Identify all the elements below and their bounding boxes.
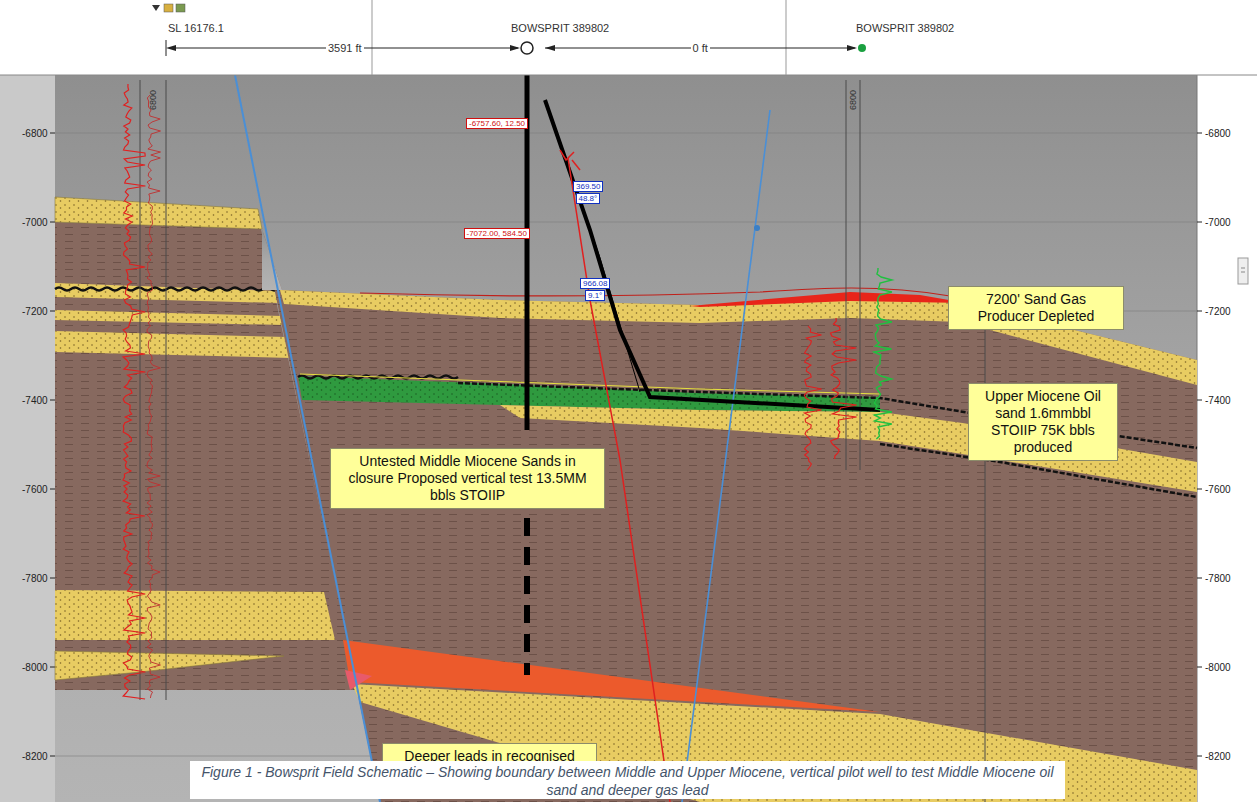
depth-axis-label: -8000 (22, 662, 48, 673)
depth-axis-label: -8200 (1205, 751, 1231, 762)
depth-axis-label: -7800 (22, 573, 48, 584)
well-log-curve (831, 318, 857, 459)
depth-axis-label: -7800 (1205, 573, 1231, 584)
well-marker-label: 48.8° (576, 193, 601, 204)
depth-axis-label: -7200 (22, 306, 48, 317)
well-log-curve (874, 268, 892, 439)
callout-box: Upper Miocene Oil sand 1.6mmbbl STOIIP 7… (968, 383, 1118, 461)
depth-axis-label: -7600 (22, 484, 48, 495)
well-header-name: BOWSPRIT 389802 (509, 22, 611, 34)
depth-axis-label: -6800 (1205, 128, 1231, 139)
well-marker-label: 966.08 (580, 278, 610, 289)
callout-box: 7200' Sand Gas Producer Depleted (948, 286, 1124, 330)
well-marker-label: 9.1° (585, 290, 605, 301)
figure-caption: Figure 1 - Bowsprit Field Schematic – Sh… (190, 761, 1065, 799)
well-header-name: BOWSPRIT 389802 (854, 22, 956, 34)
depth-axis-label: -6800 (22, 128, 48, 139)
callout-text: Upper Miocene Oil sand 1.6mmbbl STOIIP 7… (977, 388, 1109, 456)
depth-axis-label: -7400 (1205, 395, 1231, 406)
track-depth-label: 6800 (848, 90, 858, 110)
well-log-curve (123, 84, 145, 699)
depth-axis-label: -8200 (22, 751, 48, 762)
callout-text: Untested Middle Miocene Sands in closure… (339, 453, 596, 504)
well-marker-label: -7072.00, 584.50 (464, 228, 531, 239)
callout-box: Untested Middle Miocene Sands in closure… (330, 448, 605, 509)
well-marker-label: -6757.60, 12.50 (466, 118, 528, 129)
depth-axis-label: -7200 (1205, 306, 1231, 317)
distance-label: 0 ft (691, 42, 710, 54)
callout-text: 7200' Sand Gas Producer Depleted (957, 291, 1115, 325)
distance-label: 3591 ft (326, 42, 364, 54)
caption-text: Figure 1 - Bowsprit Field Schematic – Sh… (201, 764, 1053, 798)
track-depth-label: 6800 (148, 90, 158, 110)
well-header-name: SL 16176.1 (166, 22, 226, 34)
depth-axis-label: -7000 (1205, 217, 1231, 228)
well-marker-label: 369.50 (573, 181, 603, 192)
depth-axis-label: -8000 (1205, 662, 1231, 673)
depth-axis-label: -7400 (22, 395, 48, 406)
depth-axis-label: -7600 (1205, 484, 1231, 495)
depth-axis-label: -7000 (22, 217, 48, 228)
well-log-curve (804, 326, 821, 470)
well-log-curve (147, 95, 161, 698)
